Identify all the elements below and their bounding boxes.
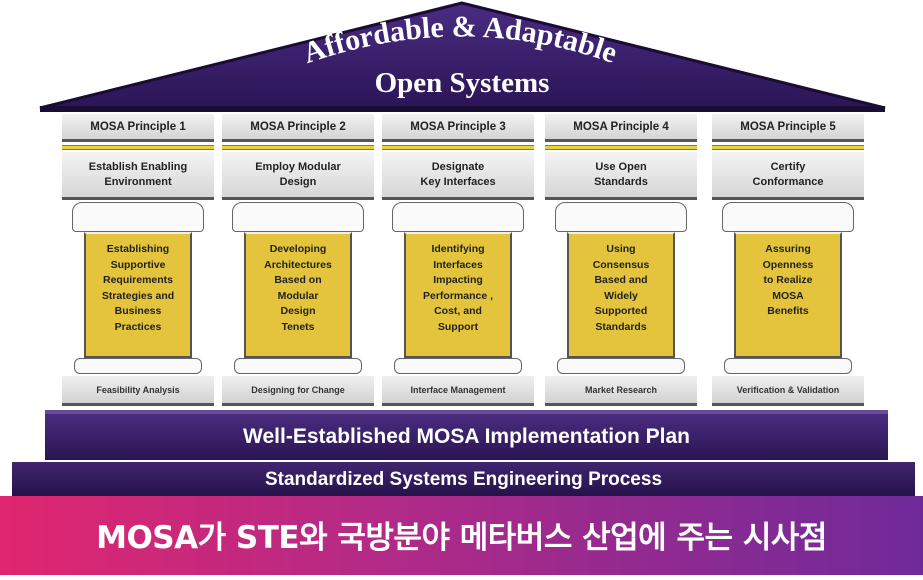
pillar-description: Assuring Openness to Realize MOSA Benefi… (734, 232, 842, 358)
pillar-foundation: Market Research (545, 376, 697, 406)
pillar-base (234, 358, 362, 374)
pillar-foundation: Verification & Validation (712, 376, 864, 406)
pillar-1: MOSA Principle 1 Establish Enabling Envi… (62, 114, 214, 408)
pillar-foundation: Feasibility Analysis (62, 376, 214, 406)
implementation-plan-bar: Well-Established MOSA Implementation Pla… (45, 410, 888, 460)
pillar-foundation: Interface Management (382, 376, 534, 406)
pillar-header: MOSA Principle 2 (222, 114, 374, 142)
pillar-divider (222, 145, 374, 150)
pillar-divider (545, 145, 697, 150)
pillar-description: Developing Architectures Based on Modula… (244, 232, 352, 358)
pillar-capital (232, 202, 364, 232)
pillar-base (74, 358, 202, 374)
pillar-base (724, 358, 852, 374)
roof: Affordable & Adaptable Open Systems (39, 1, 886, 112)
pillar-divider (382, 145, 534, 150)
pillar-2: MOSA Principle 2 Employ Modular Design D… (222, 114, 374, 408)
pillar-3: MOSA Principle 3 Designate Key Interface… (382, 114, 534, 408)
pillar-header: MOSA Principle 3 (382, 114, 534, 142)
pillar-principle: Employ Modular Design (222, 152, 374, 200)
engineering-process-bar: Standardized Systems Engineering Process (12, 462, 915, 496)
pillar-capital (72, 202, 204, 232)
pillar-description: Using Consensus Based and Widely Support… (567, 232, 675, 358)
pillar-divider (62, 145, 214, 150)
pillar-capital (722, 202, 854, 232)
pillar-principle: Use Open Standards (545, 152, 697, 200)
caption-banner: MOSA가 STE와 국방분야 메타버스 산업에 주는 시사점 (0, 496, 923, 575)
pillar-description: Establishing Supportive Requirements Str… (84, 232, 192, 358)
pillar-principle: Designate Key Interfaces (382, 152, 534, 200)
pillar-5: MOSA Principle 5 Certify Conformance Ass… (712, 114, 864, 408)
pillar-header: MOSA Principle 5 (712, 114, 864, 142)
pillar-header: MOSA Principle 1 (62, 114, 214, 142)
pillar-base (557, 358, 685, 374)
pillar-foundation: Designing for Change (222, 376, 374, 406)
pillar-base (394, 358, 522, 374)
pillar-principle: Establish Enabling Environment (62, 152, 214, 200)
pillar-4: MOSA Principle 4 Use Open Standards Usin… (545, 114, 697, 408)
pillar-capital (392, 202, 524, 232)
pillar-capital (555, 202, 687, 232)
pillar-principle: Certify Conformance (712, 152, 864, 200)
roof-title-line2: Open Systems (375, 67, 550, 99)
pillar-description: Identifying Interfaces Impacting Perform… (404, 232, 512, 358)
pillar-divider (712, 145, 864, 150)
pillar-header: MOSA Principle 4 (545, 114, 697, 142)
